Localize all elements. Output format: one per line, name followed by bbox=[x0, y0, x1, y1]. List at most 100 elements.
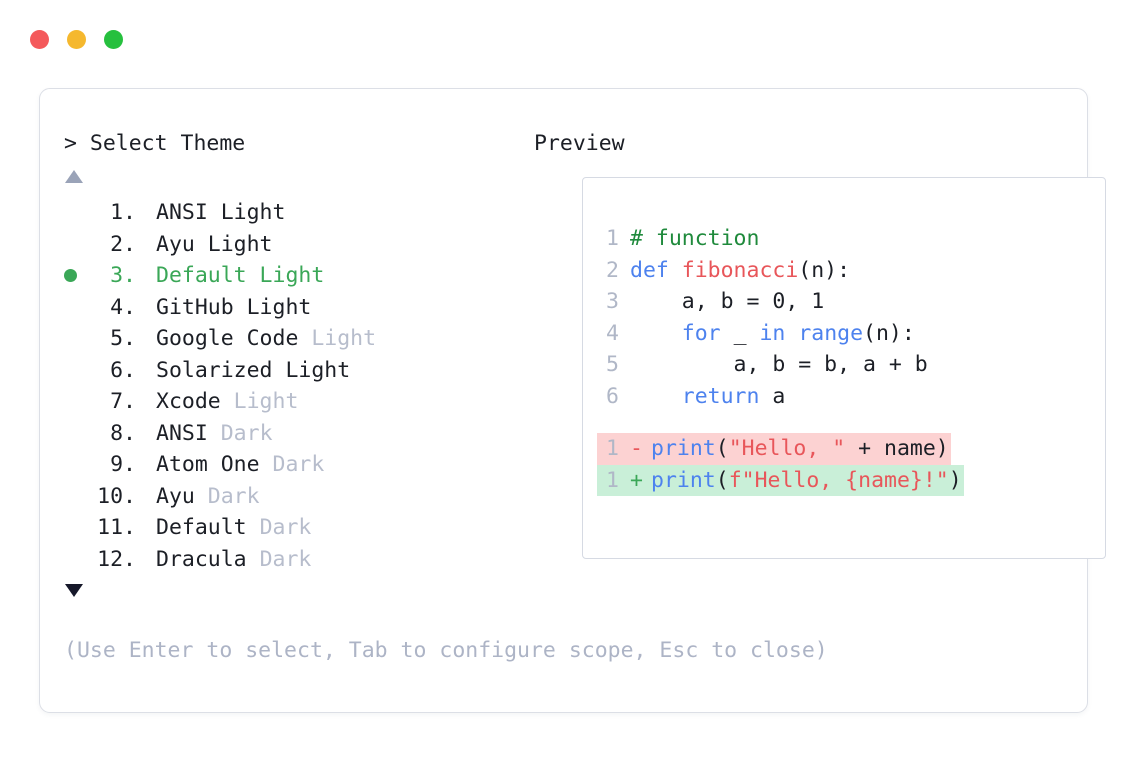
selection-bullet-cell bbox=[64, 449, 94, 481]
theme-list-item[interactable]: 6. Solarized Light bbox=[64, 355, 534, 387]
close-window-button[interactable] bbox=[30, 30, 49, 49]
code-line-number: 4 bbox=[606, 320, 619, 346]
code-token: ( bbox=[715, 467, 729, 493]
code-line: 6 return a bbox=[597, 381, 964, 413]
code-token: f"Hello, {name}!" bbox=[728, 467, 949, 493]
theme-picker-card: > Select Theme 1. ANSI Light 2. Ayu Ligh… bbox=[39, 88, 1106, 713]
code-token: (n): bbox=[863, 320, 915, 346]
scroll-down-arrow-icon[interactable] bbox=[65, 584, 83, 597]
code-token: , bbox=[785, 289, 812, 314]
selection-bullet-cell bbox=[64, 386, 94, 418]
selection-bullet-cell bbox=[64, 260, 94, 292]
theme-list-item[interactable]: 3. Default Light bbox=[64, 260, 534, 292]
code-line: 1 # function bbox=[597, 223, 964, 255]
scroll-up-arrow-icon[interactable] bbox=[65, 170, 83, 183]
theme-item-index: 6. bbox=[97, 357, 136, 383]
theme-item-variant: Dark bbox=[220, 420, 273, 446]
theme-list-item[interactable]: 8. ANSI Dark bbox=[64, 418, 534, 450]
theme-item-name: Dracula bbox=[156, 546, 260, 572]
code-token: 0 bbox=[772, 289, 786, 314]
theme-item-index: 8. bbox=[97, 420, 136, 446]
theme-list-item[interactable]: 1. ANSI Light bbox=[64, 197, 534, 229]
theme-item-variant: Light bbox=[233, 389, 299, 414]
theme-item-gap bbox=[136, 260, 156, 292]
minimize-window-button[interactable] bbox=[67, 30, 86, 49]
theme-item-index: 3. bbox=[97, 263, 136, 288]
theme-list-item[interactable]: 12. Dracula Dark bbox=[64, 544, 534, 576]
theme-list-item[interactable]: 4. GitHub Light bbox=[64, 292, 534, 324]
theme-item-gap bbox=[136, 481, 156, 513]
theme-list-item[interactable]: 10. Ayu Dark bbox=[64, 481, 534, 513]
diff-line-removed: 1-print("Hello, " + name) bbox=[597, 433, 964, 465]
diff-line-number: 1 bbox=[606, 467, 619, 493]
code-token: a bbox=[759, 383, 786, 409]
theme-list-item[interactable]: 2. Ayu Light bbox=[64, 229, 534, 261]
theme-item-index: 2. bbox=[97, 231, 136, 257]
code-line-number: 5 bbox=[606, 352, 619, 377]
theme-item-variant: Dark bbox=[259, 515, 312, 540]
theme-list-item[interactable]: 5. Google Code Light bbox=[64, 323, 534, 355]
maximize-window-button[interactable] bbox=[104, 30, 123, 49]
theme-item-index: 10. bbox=[97, 483, 136, 509]
theme-item-name: Default Light bbox=[156, 263, 325, 288]
theme-item-name: Google Code bbox=[156, 326, 312, 351]
theme-item-index: 9. bbox=[97, 452, 136, 477]
theme-item-name: Ayu Light bbox=[156, 231, 273, 257]
theme-list-item[interactable]: 11. Default Dark bbox=[64, 512, 534, 544]
theme-list-item[interactable]: 7. Xcode Light bbox=[64, 386, 534, 418]
theme-item-name: Ayu bbox=[156, 483, 208, 509]
code-token: a, b = bbox=[630, 289, 773, 314]
selection-bullet-cell bbox=[64, 197, 94, 229]
code-token: return bbox=[681, 383, 760, 409]
theme-item-variant: Dark bbox=[207, 483, 260, 509]
theme-item-variant: Light bbox=[311, 326, 377, 351]
theme-item-index: 11. bbox=[97, 515, 136, 540]
theme-item-index: 7. bbox=[97, 389, 136, 414]
code-token: fibonacci bbox=[681, 257, 799, 283]
code-token: for bbox=[681, 320, 721, 346]
theme-selection-panel: > Select Theme 1. ANSI Light 2. Ayu Ligh… bbox=[64, 131, 534, 597]
theme-item-index: 5. bbox=[97, 326, 136, 351]
code-token: in bbox=[759, 320, 786, 346]
window-traffic-lights bbox=[30, 30, 123, 49]
theme-item-index: 12. bbox=[97, 546, 136, 572]
code-token: # function bbox=[630, 226, 760, 251]
theme-item-name: Solarized Light bbox=[156, 357, 351, 383]
code-token: 1 bbox=[811, 289, 825, 314]
theme-item-gap bbox=[136, 229, 156, 261]
theme-item-name: GitHub Light bbox=[156, 294, 312, 320]
theme-item-gap bbox=[136, 386, 156, 418]
theme-item-gap bbox=[136, 197, 156, 229]
selection-bullet-cell bbox=[64, 323, 94, 355]
code-token: a, b = b, a + b bbox=[630, 352, 928, 377]
code-token bbox=[630, 318, 682, 350]
theme-item-gap bbox=[136, 292, 156, 324]
code-token: print bbox=[651, 467, 716, 493]
selection-bullet-cell bbox=[64, 292, 94, 324]
theme-item-gap bbox=[136, 418, 156, 450]
theme-item-variant: Dark bbox=[259, 546, 312, 572]
diff-highlight-band: 1-print("Hello, " + name) bbox=[597, 433, 951, 465]
theme-list-item[interactable]: 9. Atom One Dark bbox=[64, 449, 534, 481]
code-line-number: 2 bbox=[606, 257, 619, 283]
diff-highlight-band: 1+print(f"Hello, {name}!") bbox=[597, 464, 964, 496]
keyboard-hint: (Use Enter to select, Tab to configure s… bbox=[64, 638, 828, 663]
theme-item-gap bbox=[136, 449, 156, 481]
theme-item-name: Xcode bbox=[156, 389, 234, 414]
code-token: def bbox=[630, 257, 682, 283]
theme-item-gap bbox=[136, 355, 156, 387]
theme-item-name: ANSI Light bbox=[156, 200, 286, 225]
code-line-number: 1 bbox=[606, 226, 619, 251]
theme-list[interactable]: 1. ANSI Light 2. Ayu Light 3. Default Li… bbox=[64, 197, 534, 575]
code-line-number: 6 bbox=[606, 383, 619, 409]
selection-bullet-cell bbox=[64, 544, 94, 576]
preview-title: Preview bbox=[534, 131, 625, 156]
code-token bbox=[630, 381, 682, 413]
diff-line-number: 1 bbox=[606, 436, 619, 461]
theme-item-gap bbox=[136, 323, 156, 355]
code-token bbox=[785, 318, 798, 350]
theme-item-variant: Dark bbox=[272, 452, 325, 477]
